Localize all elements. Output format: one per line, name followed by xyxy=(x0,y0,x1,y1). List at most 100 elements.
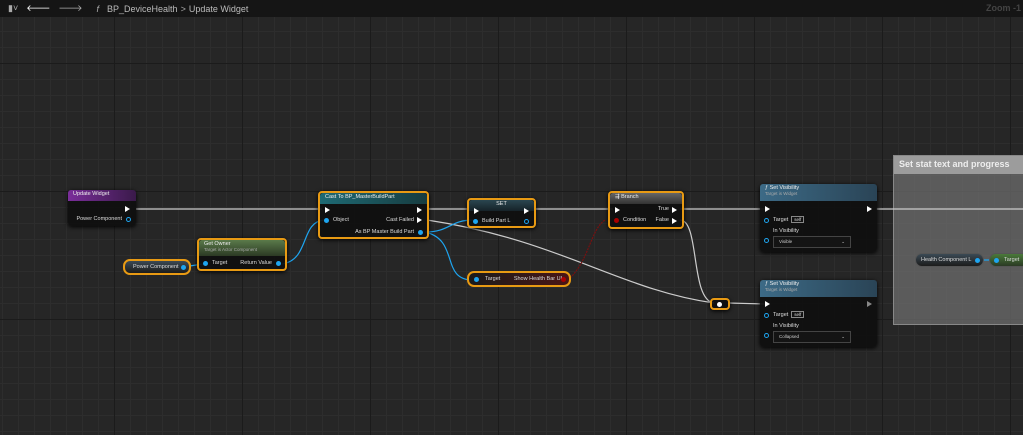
node-subtitle: Target is Actor Component xyxy=(204,247,258,252)
dropdown-value: Visible xyxy=(779,239,793,244)
function-icon: ƒ xyxy=(765,281,770,287)
visibility-pin[interactable] xyxy=(764,333,769,338)
back-icon[interactable]: 🡐 xyxy=(26,3,51,13)
exec-in-pin[interactable] xyxy=(765,206,770,212)
object-pin[interactable] xyxy=(324,218,329,223)
exec-out-pin[interactable] xyxy=(417,207,422,213)
target-pin[interactable] xyxy=(764,218,769,223)
pin-label: Build Part L xyxy=(482,218,511,224)
pin-label: As BP Master Build Part xyxy=(355,229,414,235)
self-box: self xyxy=(791,216,805,223)
bookmark-icon[interactable]: ▮˅ xyxy=(8,3,19,13)
pin-label: Show Health Bar UI xyxy=(513,276,563,282)
visibility-dropdown[interactable]: Visible ⌄ xyxy=(773,236,851,248)
dropdown-value: Collapsed xyxy=(779,334,800,339)
false-pin[interactable] xyxy=(672,218,677,224)
variable-label: Health Component L xyxy=(921,257,972,263)
exec-wire xyxy=(426,219,715,304)
node-subtitle: Target is Widget xyxy=(765,191,798,196)
function-icon: ƒ xyxy=(765,185,770,191)
breadcrumb-function[interactable]: Update Widget xyxy=(188,3,249,14)
data-wire xyxy=(424,231,474,281)
condition-pin[interactable] xyxy=(614,218,619,223)
pin-label: Target xyxy=(212,260,228,266)
set-node[interactable]: SET Build Part L xyxy=(467,198,536,228)
as-output-pin[interactable] xyxy=(418,230,423,235)
branch-node[interactable]: ⇶ Branch True Condition False xyxy=(608,191,684,229)
cast-failed-pin[interactable] xyxy=(417,217,422,223)
pin-label: Return Value xyxy=(240,260,272,266)
true-pin[interactable] xyxy=(672,207,677,213)
exec-in-pin[interactable] xyxy=(615,207,620,213)
variable-label: Power Component xyxy=(133,264,179,270)
chevron-down-icon: ⌄ xyxy=(841,239,845,244)
breadcrumb-bar: ▮˅ 🡐 🡒 f BP_DeviceHealth > Update Widget… xyxy=(0,0,1023,17)
node-title: Update Widget xyxy=(68,190,136,201)
cast-node[interactable]: Cast To BP_MasterBuildPart Object Cast F… xyxy=(318,191,429,239)
target-pin[interactable] xyxy=(764,313,769,318)
data-wire xyxy=(281,219,325,265)
node-title: SET xyxy=(469,200,534,211)
show-health-bar-node[interactable]: Target Show Health Bar UI xyxy=(467,271,571,287)
target-pin[interactable] xyxy=(994,258,999,263)
pin-label: In Visibility xyxy=(773,323,799,329)
node-title: Get Owner xyxy=(204,241,231,247)
branch-icon: ⇶ xyxy=(615,194,622,200)
comment-title: Set stat text and progress xyxy=(894,156,1023,174)
bool-output-pin[interactable] xyxy=(561,277,566,282)
reroute-node[interactable] xyxy=(710,298,730,310)
exec-out-pin[interactable] xyxy=(524,208,529,214)
data-wire xyxy=(424,219,474,233)
build-part-pin[interactable] xyxy=(473,219,478,224)
node-subtitle: Target is Widget xyxy=(765,287,798,292)
power-component-pin[interactable] xyxy=(126,217,131,222)
function-icon: f xyxy=(96,3,100,14)
visibility-dropdown[interactable]: Collapsed ⌄ xyxy=(773,331,851,343)
target-pin[interactable] xyxy=(474,277,479,282)
output-pin[interactable] xyxy=(180,265,186,270)
node-title: Cast To BP_MasterBuildPart xyxy=(320,193,427,204)
breadcrumb-blueprint[interactable]: BP_DeviceHealth xyxy=(107,3,178,14)
pin-label: Target xyxy=(773,217,789,223)
node-title: Set Visibility xyxy=(769,281,800,287)
comment-box[interactable]: Set stat text and progress xyxy=(893,155,1023,325)
exec-wire xyxy=(679,219,715,304)
return-value-pin[interactable] xyxy=(276,261,281,266)
chevron-down-icon: ⌄ xyxy=(841,334,845,339)
reroute-pin[interactable] xyxy=(717,302,722,307)
exec-in-pin[interactable] xyxy=(474,208,479,214)
pin-label: Cast Failed xyxy=(386,217,414,223)
health-component-variable[interactable]: Health Component L xyxy=(915,253,984,267)
pin-label: Target xyxy=(485,276,501,282)
output-pin[interactable] xyxy=(524,219,529,224)
pin-label: Condition xyxy=(623,217,647,223)
pin-label: True xyxy=(657,206,669,212)
breadcrumb-separator: > xyxy=(180,3,186,14)
output-pin[interactable] xyxy=(975,258,980,263)
node-title: Branch xyxy=(621,194,639,200)
node-title: Set Visibility xyxy=(769,185,800,191)
bool-wire xyxy=(567,219,606,281)
pin-label: False xyxy=(655,217,669,223)
visibility-pin[interactable] xyxy=(764,238,769,243)
zoom-level: Zoom -1 xyxy=(986,3,1021,13)
exec-out-pin[interactable] xyxy=(867,301,872,307)
pin-label: In Visibility xyxy=(773,228,799,234)
pin-label: Power Component xyxy=(76,216,122,222)
exec-in-pin[interactable] xyxy=(325,207,330,213)
exec-in-pin[interactable] xyxy=(765,301,770,307)
target-node[interactable]: Target xyxy=(989,253,1023,267)
forward-icon[interactable]: 🡒 xyxy=(58,3,83,13)
self-box: self xyxy=(791,311,805,318)
exec-wire xyxy=(727,302,766,305)
exec-out-pin[interactable] xyxy=(125,206,130,212)
power-component-variable[interactable]: Power Component xyxy=(123,259,191,275)
pin-label: Object xyxy=(333,217,349,223)
update-widget-node[interactable]: Update Widget Power Component xyxy=(68,190,136,226)
exec-out-pin[interactable] xyxy=(867,206,872,212)
pin-label: Target xyxy=(1004,257,1020,263)
target-pin[interactable] xyxy=(203,261,208,266)
